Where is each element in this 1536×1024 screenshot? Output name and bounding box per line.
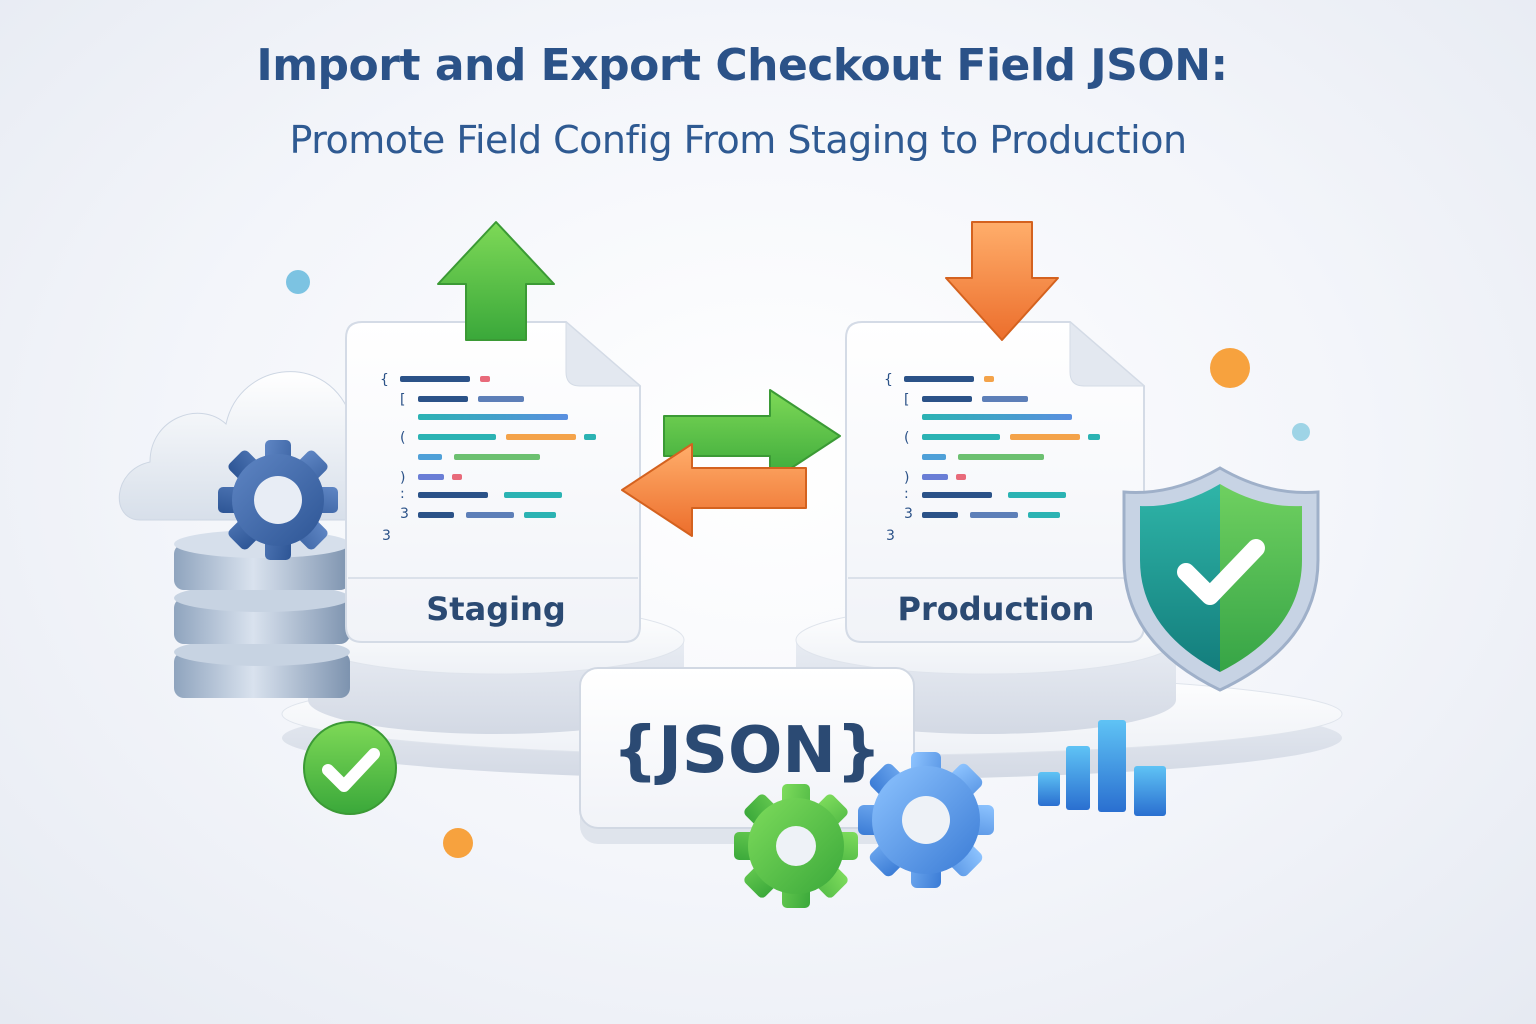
code-glyph: [ [904, 392, 909, 408]
code-glyph: { [884, 372, 893, 388]
upload-arrow-icon [437, 221, 555, 341]
page-title: Import and Export Checkout Field JSON: [256, 40, 1228, 91]
code-glyph: ( [400, 430, 405, 446]
gear-icon [218, 440, 338, 560]
shield-check-icon [1122, 466, 1320, 692]
decor-dot [443, 828, 473, 858]
code-glyph: : [904, 486, 909, 502]
code-glyph: ( [904, 430, 909, 446]
gear-icon [734, 784, 858, 908]
bar-chart-icon [1038, 720, 1166, 816]
gear-icon [858, 752, 994, 888]
swap-arrows-icon [621, 389, 841, 537]
production-document: { [ ( ) : 3 3 Production [845, 320, 1146, 643]
code-glyph: ) [904, 470, 909, 486]
code-glyph: 3 [400, 506, 409, 522]
json-tile: {JSON} [579, 667, 915, 844]
code-lines [400, 376, 596, 518]
json-label: {JSON} [613, 714, 882, 788]
code-glyph: ) [400, 470, 405, 486]
decor-dot [1292, 423, 1310, 441]
code-glyph: : [400, 486, 405, 502]
staging-document: { [ ( ) : 3 3 Staging [345, 320, 642, 643]
code-glyph: 3 [886, 528, 895, 544]
staging-label: Staging [426, 590, 566, 628]
page-subtitle: Promote Field Config From Staging to Pro… [289, 118, 1187, 162]
code-lines [904, 376, 1100, 518]
download-arrow-icon [945, 221, 1059, 341]
production-label: Production [898, 590, 1095, 628]
database-icon [174, 530, 350, 698]
check-badge-icon [303, 721, 397, 815]
code-glyph: [ [400, 392, 405, 408]
code-glyph: { [380, 372, 389, 388]
decor-dot [1210, 348, 1250, 388]
decor-dot [286, 270, 310, 294]
code-glyph: 3 [904, 506, 913, 522]
code-glyph: 3 [382, 528, 391, 544]
